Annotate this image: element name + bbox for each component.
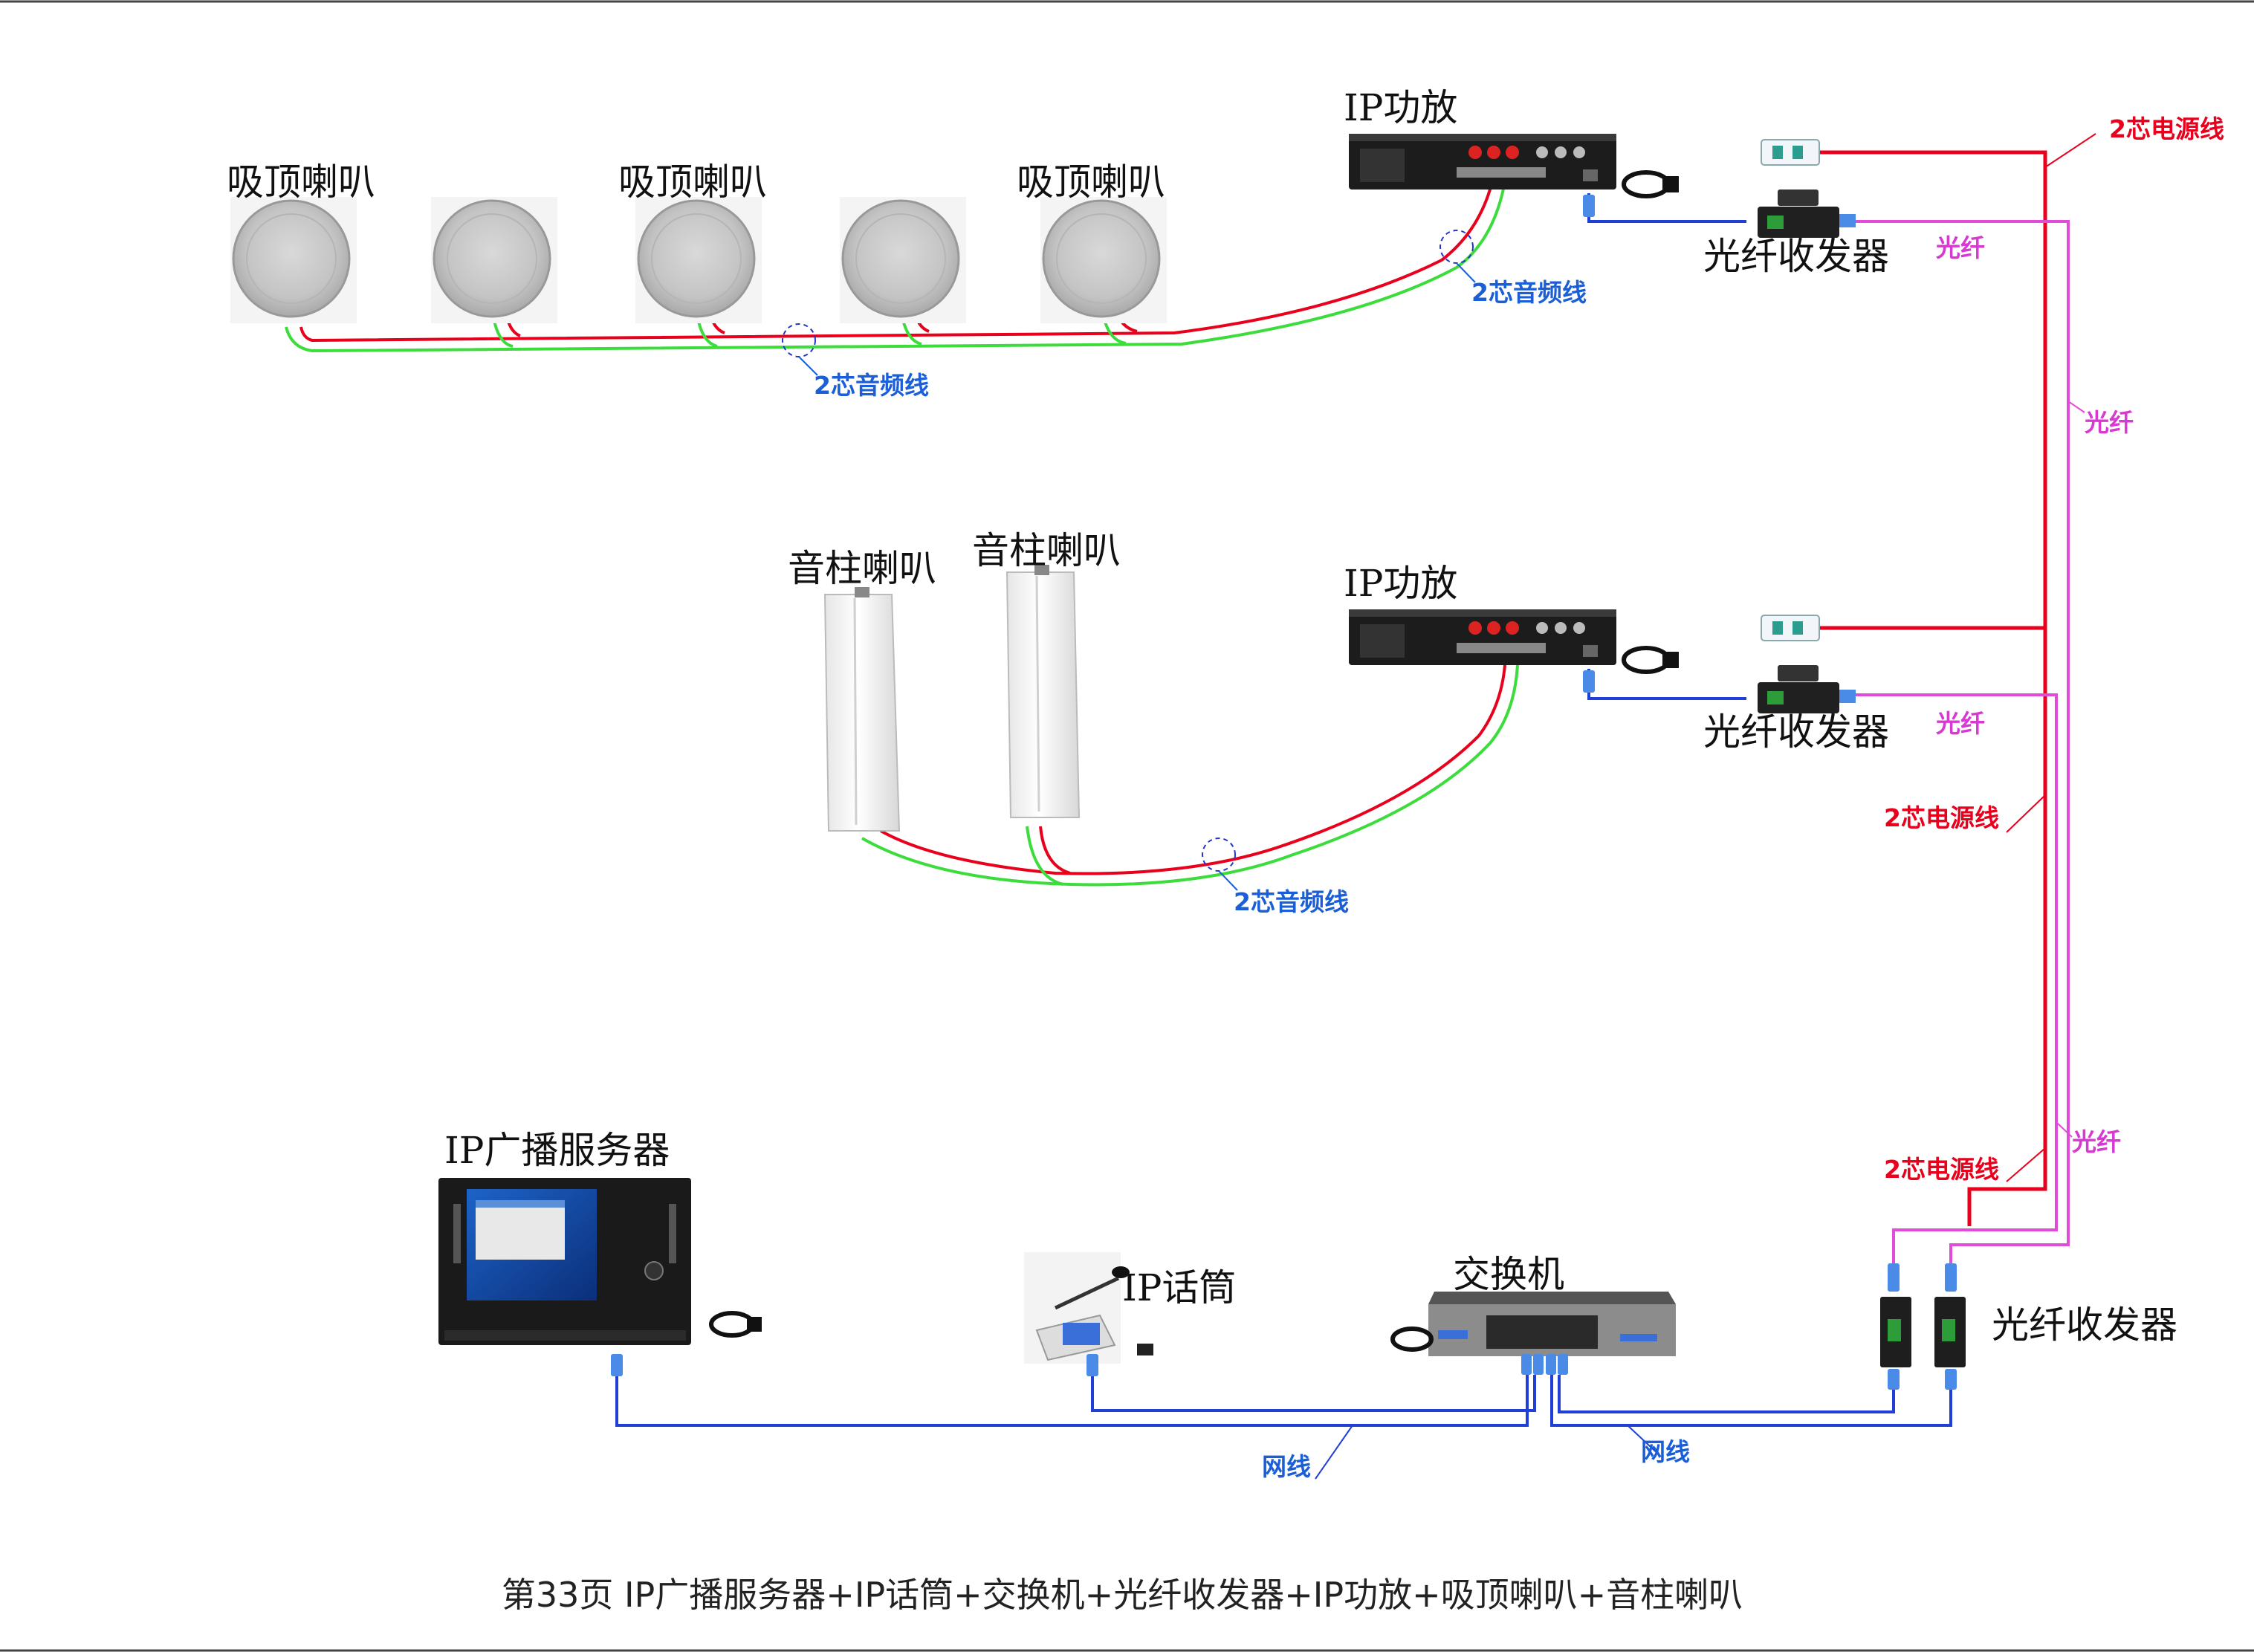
- fiber-transceiver-pair: [1880, 1263, 1966, 1390]
- label-server: IP广播服务器: [444, 1129, 670, 1172]
- leader-network-right: [1627, 1425, 1662, 1457]
- ceiling-speaker: [431, 197, 557, 323]
- power-cord-icon: [709, 1311, 762, 1338]
- label-transceiver-top: 光纤收发器: [1703, 235, 1889, 278]
- rj45-plug-icon: [1583, 670, 1595, 693]
- power-cord-icon: [1622, 646, 1679, 674]
- ceiling-speaker: [840, 197, 966, 323]
- network-switch: [1428, 1292, 1676, 1356]
- ip-microphone: [1024, 1252, 1153, 1364]
- label-fiber-top: 光纤: [1936, 233, 1985, 262]
- power-cord-icon: [1390, 1327, 1434, 1352]
- leader-audio-top-right: [1456, 262, 1476, 283]
- rj45-plug-icon: [1086, 1354, 1098, 1376]
- label-fiber-mid: 光纤: [1936, 709, 1985, 738]
- column-speaker: [1005, 565, 1081, 818]
- leader-power-mid: [2006, 794, 2046, 833]
- label-audio-top-left: 2芯音频线: [814, 371, 929, 400]
- power-cord-icon: [1622, 170, 1679, 198]
- power-cable: [1817, 150, 2047, 1226]
- label-audio-top-right: 2芯音频线: [1471, 278, 1587, 307]
- leader-audio-mid: [1218, 870, 1238, 891]
- label-microphone: IP话筒: [1122, 1266, 1236, 1309]
- ceiling-speaker: [230, 197, 357, 323]
- rj45-plug-icon: [611, 1354, 623, 1376]
- label-column-speaker-1: 音柱喇叭: [788, 547, 936, 590]
- label-power-top: 2芯电源线: [2109, 114, 2224, 143]
- label-audio-mid: 2芯音频线: [1234, 887, 1349, 916]
- label-network-right: 网线: [1641, 1437, 1690, 1466]
- label-switch: 交换机: [1453, 1253, 1564, 1296]
- power-socket-icon: [1761, 615, 1820, 641]
- ip-amplifier: [1349, 609, 1616, 665]
- rj45-plug-icon: [1521, 1354, 1568, 1375]
- fiber-transceiver: [1758, 190, 1856, 238]
- label-fiber-right: 光纤: [2085, 408, 2134, 437]
- label-ceiling-speaker-2: 吸顶喇叭: [618, 161, 767, 204]
- label-column-speaker-2: 音柱喇叭: [972, 529, 1121, 572]
- label-transceiver-mid: 光纤收发器: [1703, 710, 1889, 754]
- power-socket-icon: [1761, 139, 1820, 166]
- label-ceiling-speaker-3: 吸顶喇叭: [1017, 161, 1165, 204]
- label-transceiver-bottom: 光纤收发器: [1992, 1303, 2177, 1347]
- rj45-plug-icon: [1583, 195, 1595, 217]
- leader-audio-top-left: [798, 356, 818, 376]
- ceiling-speaker: [1040, 197, 1167, 323]
- label-amp-top: IP功放: [1344, 86, 1457, 129]
- column-speaker: [823, 587, 901, 832]
- fiber-cable: [1854, 220, 2070, 1263]
- ceiling-speaker: [635, 197, 762, 323]
- label-amp-mid: IP功放: [1344, 562, 1457, 605]
- leader-power-top: [2044, 133, 2096, 168]
- fiber-transceiver: [1758, 665, 1856, 713]
- label-power-mid: 2芯电源线: [1884, 803, 1999, 832]
- leader-network-left: [1315, 1425, 1353, 1480]
- label-fiber-low: 光纤: [2072, 1127, 2121, 1156]
- leader-fiber-right: [2067, 401, 2085, 413]
- label-ceiling-speaker-1: 吸顶喇叭: [227, 161, 375, 204]
- leader-fiber-low: [2056, 1121, 2073, 1138]
- leader-power-low: [2006, 1147, 2046, 1182]
- ip-broadcast-server: [438, 1178, 691, 1345]
- label-network-left: 网线: [1262, 1452, 1311, 1481]
- audio-cable-mid: [861, 664, 1519, 887]
- page-caption: 第33页 IP广播服务器+IP话筒+交换机+光纤收发器+IP功放+吸顶喇叭+音柱…: [502, 1575, 1743, 1615]
- ip-amplifier: [1349, 134, 1616, 190]
- label-power-low: 2芯电源线: [1884, 1155, 1999, 1184]
